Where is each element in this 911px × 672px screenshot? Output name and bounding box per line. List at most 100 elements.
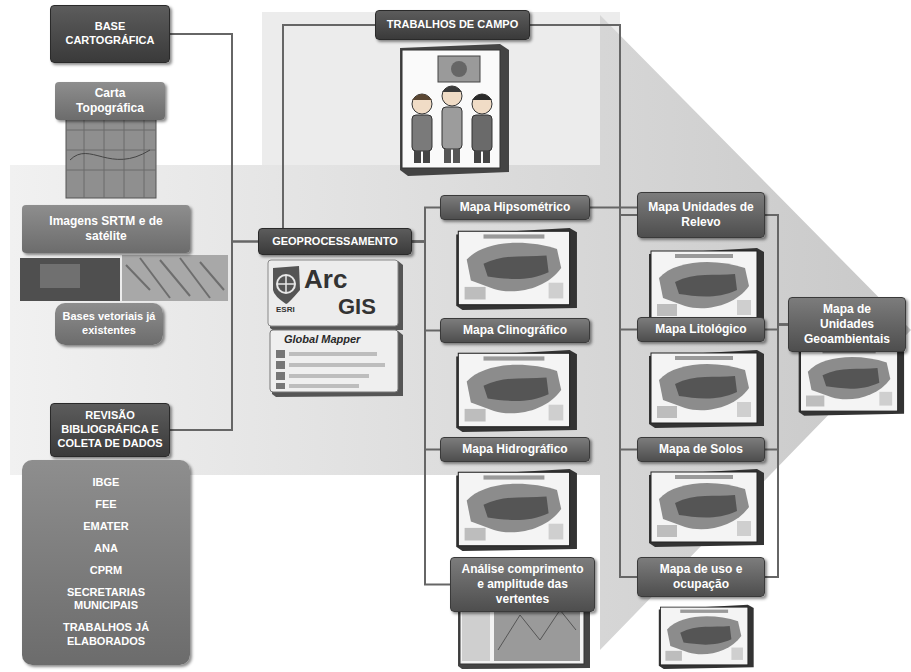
menu-icon bbox=[276, 383, 285, 389]
arcgis-globe bbox=[277, 275, 295, 293]
connector-line bbox=[530, 25, 637, 577]
menu-icon bbox=[276, 361, 285, 369]
node-text: Carta Topográfica bbox=[61, 86, 159, 116]
menu-row bbox=[289, 363, 385, 367]
fieldwork-picture bbox=[402, 50, 500, 168]
node-text: EMATER bbox=[83, 520, 129, 534]
person-leg bbox=[483, 151, 490, 163]
connector-line bbox=[765, 215, 788, 325]
person-hair bbox=[442, 86, 462, 92]
node-text: Mapa Hidrográfico bbox=[462, 442, 567, 457]
node-text: SECRETARIAS MUNICIPAIS bbox=[36, 586, 176, 614]
map-thumbnail bbox=[649, 248, 764, 326]
map-box: Mapa Unidades de Relevo bbox=[637, 192, 765, 238]
person-leg bbox=[474, 151, 481, 163]
connector-line bbox=[170, 242, 258, 431]
person-hair bbox=[472, 94, 492, 100]
node-text: BASE CARTOGRÁFICA bbox=[57, 20, 163, 48]
menu-row bbox=[289, 384, 359, 388]
node-text: Mapa de Unidades Geoambientais bbox=[795, 302, 899, 347]
node-text: Bases vetoriais já existentes bbox=[61, 310, 157, 338]
node-text: Mapa Clinográfico bbox=[463, 323, 567, 338]
node-text: IBGE bbox=[93, 476, 120, 490]
global-mapper-logo bbox=[270, 330, 398, 392]
menu-icon bbox=[276, 372, 285, 380]
node-text: Mapa Litológico bbox=[655, 322, 746, 337]
source-item: Carta Topográfica bbox=[55, 82, 165, 120]
menu-row bbox=[289, 352, 377, 356]
person-hair bbox=[412, 94, 432, 100]
person-head bbox=[472, 94, 492, 114]
srtm-image bbox=[122, 255, 228, 301]
srtm-relief bbox=[126, 258, 224, 298]
person-leg bbox=[444, 149, 451, 163]
connector-line bbox=[590, 207, 637, 209]
map-thumbnail bbox=[649, 469, 764, 547]
node-text: Mapa Unidades de Relevo bbox=[644, 200, 758, 230]
map-thumbnail bbox=[456, 350, 577, 432]
node-text: GEOPROCESSAMENTO bbox=[272, 235, 398, 249]
source-item: Bases vetoriais já existentes bbox=[55, 303, 163, 345]
logo-text: GIS bbox=[338, 295, 376, 319]
node-text: ANA bbox=[94, 542, 118, 556]
logo-text: Global Mapper bbox=[284, 333, 360, 345]
logo-text: ESRI bbox=[276, 306, 295, 315]
topographic-grid bbox=[66, 112, 156, 198]
node-text: Imagens SRTM e de satélite bbox=[28, 214, 184, 244]
map-box: Mapa Hipsométrico bbox=[440, 195, 590, 220]
process-box: GEOPROCESSAMENTO bbox=[258, 228, 412, 255]
screenshot-profile bbox=[498, 610, 576, 650]
map-box: Mapa de Solos bbox=[637, 437, 765, 462]
person-body bbox=[472, 115, 492, 151]
satellite-image bbox=[20, 258, 120, 301]
node-text: FEE bbox=[95, 498, 116, 512]
fieldwork-map-globe bbox=[451, 61, 467, 77]
person-leg bbox=[423, 151, 430, 163]
connector-line bbox=[765, 325, 788, 450]
source-item: Imagens SRTM e de satélite bbox=[22, 205, 190, 253]
person-head bbox=[412, 94, 432, 114]
node-text: TRABALHOS JÁ ELABORADOS bbox=[36, 621, 176, 649]
map-thumbnail bbox=[456, 469, 577, 551]
topographic-river bbox=[70, 150, 150, 160]
node-text: TRABALHOS DE CAMPO bbox=[387, 18, 518, 32]
map-thumbnail bbox=[456, 228, 577, 310]
map-box: Mapa Hidrográfico bbox=[440, 437, 590, 462]
topographic-sheet bbox=[66, 112, 156, 198]
connector-line bbox=[283, 25, 375, 228]
node-text: Mapa de Solos bbox=[659, 442, 743, 457]
menu-row bbox=[289, 374, 369, 378]
fieldwork-frame bbox=[400, 44, 509, 176]
node-text: REVISÃO BIBLIOGRÁFICA E COLETA DE DADOS bbox=[57, 409, 163, 450]
map-thumbnail bbox=[659, 605, 754, 669]
arcgis-logo bbox=[268, 260, 398, 326]
process-box: TRABALHOS DE CAMPO bbox=[375, 10, 530, 40]
fieldwork-map-sheet bbox=[438, 56, 480, 82]
person-body bbox=[412, 115, 432, 151]
person-leg bbox=[453, 149, 460, 163]
person-head bbox=[442, 86, 462, 106]
logo-text: Arc bbox=[304, 265, 347, 294]
map-box: Mapa de uso e ocupação bbox=[637, 557, 765, 597]
menu-icon bbox=[276, 350, 285, 358]
source-box: BASE CARTOGRÁFICA bbox=[50, 5, 170, 63]
connector-line bbox=[412, 242, 450, 585]
map-box: Mapa Litológico bbox=[637, 317, 765, 342]
source-list: IBGEFEEEMATERANACPRMSECRETARIAS MUNICIPA… bbox=[22, 460, 190, 665]
connector-line bbox=[765, 325, 788, 578]
result-box: Mapa de Unidades Geoambientais bbox=[788, 297, 906, 352]
source-box: REVISÃO BIBLIOGRÁFICA E COLETA DE DADOS bbox=[50, 403, 170, 457]
person-leg bbox=[414, 151, 421, 163]
node-text: Análise comprimento e amplitude das vert… bbox=[457, 562, 588, 607]
person-body bbox=[442, 107, 462, 149]
map-box: Análise comprimento e amplitude das vert… bbox=[450, 557, 595, 612]
arcgis-shield bbox=[273, 266, 300, 304]
map-box: Mapa Clinográfico bbox=[440, 318, 590, 343]
connector-line bbox=[412, 208, 440, 242]
arcgis-globe-lines bbox=[277, 275, 295, 293]
satellite-image-patch bbox=[40, 264, 80, 288]
node-text: Mapa de uso e ocupação bbox=[644, 562, 758, 592]
node-text: Mapa Hipsométrico bbox=[460, 200, 571, 215]
